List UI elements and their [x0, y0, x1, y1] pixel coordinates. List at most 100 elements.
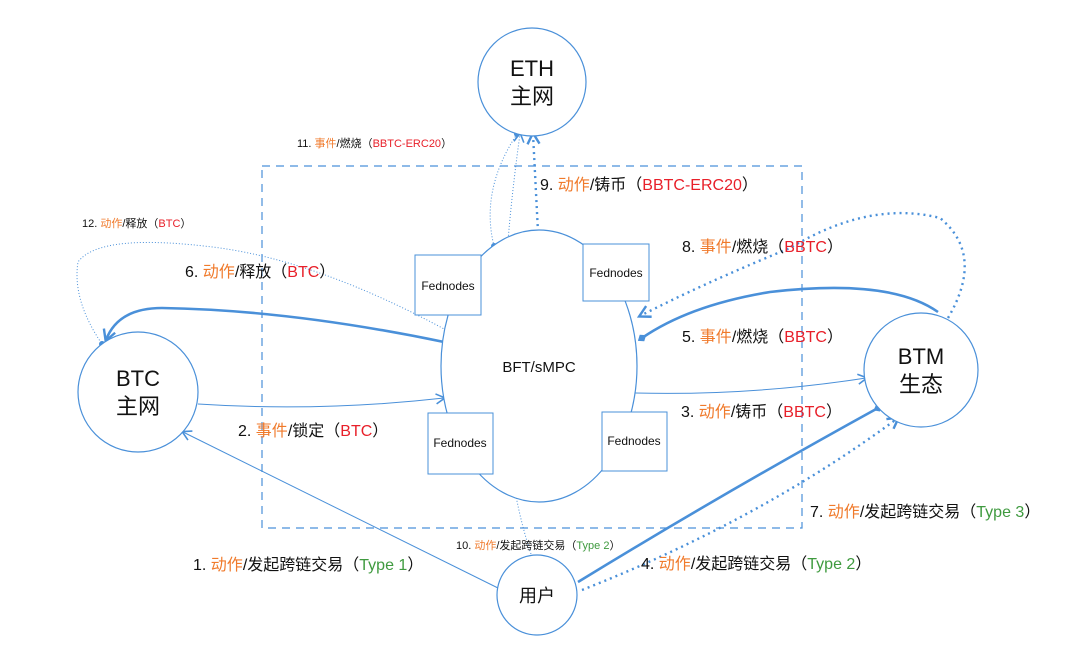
edge-11: [489, 131, 520, 249]
edge-label-num: 5.: [682, 329, 700, 346]
fednode-box-1: Fednodes: [414, 254, 482, 316]
btc-node: BTC 主网: [77, 331, 199, 453]
edge-label-open: （: [324, 422, 340, 440]
edge-label-open: （: [271, 263, 287, 281]
edge-label-num: 12.: [82, 218, 100, 230]
edge-label-num: 7.: [810, 504, 828, 521]
edge-label-9: 9. 动作/铸币（BBTC-ERC20）: [540, 176, 758, 194]
edge-label-open: （: [343, 556, 359, 574]
edge-label-kind: 事件: [700, 328, 732, 346]
edge-4: [577, 404, 883, 584]
edge-label-kind: 动作: [211, 556, 243, 574]
edge-label-open: （: [565, 539, 576, 552]
edge-label-num: 4.: [641, 556, 659, 573]
edge-12: [76, 241, 447, 347]
edge-label-verb: /释放: [235, 263, 271, 281]
edge-labels: 1. 动作/发起跨链交易（Type 1） 2. 事件/锁定（BTC） 3. 动作…: [82, 136, 1040, 574]
fednode-label: Fednodes: [589, 266, 642, 280]
edge-label-open: （: [362, 137, 373, 150]
edge-label-close: ）: [1024, 503, 1040, 521]
edge-label-close: ）: [827, 238, 843, 256]
edge-label-11: 11. 事件/燃烧（BBTC-ERC20）: [297, 136, 452, 150]
edge-label-token: BBTC: [784, 239, 827, 256]
btc-node-title: BTC: [116, 366, 160, 391]
edge-label-close: ）: [827, 328, 843, 346]
edge-label-verb: /铸币: [590, 176, 626, 194]
eth-node: ETH 主网: [477, 27, 587, 137]
eth-node-title: ETH: [510, 56, 554, 81]
edge-label-2: 2. 事件/锁定（BTC）: [238, 422, 388, 440]
edge-label-7: 7. 动作/发起跨链交易（Type 3）: [810, 503, 1040, 521]
edge-label-kind: 动作: [828, 503, 860, 521]
edge-label-verb: /释放: [122, 216, 147, 230]
edge-label-close: ）: [609, 539, 620, 552]
btm-node-title: BTM: [898, 344, 944, 369]
edge-label-verb: /燃烧: [732, 238, 768, 256]
edge-label-kind: 动作: [203, 263, 235, 281]
edge-label-num: 2.: [238, 423, 256, 440]
edge-label-8: 8. 事件/燃烧（BBTC）: [682, 238, 843, 256]
core-label: BFT/sMPC: [502, 359, 575, 376]
edge-label-open: （: [960, 503, 976, 521]
edge-label-5: 5. 事件/燃烧（BBTC）: [682, 328, 843, 346]
edge-label-1: 1. 动作/发起跨链交易（Type 1）: [193, 556, 423, 574]
fednode-box-3: Fednodes: [427, 412, 494, 475]
fednodes-group: Fednodes Fednodes Fednodes Fednodes: [414, 243, 668, 475]
edge-label-num: 9.: [540, 177, 558, 194]
edge-label-verb: /发起跨链交易: [860, 503, 960, 521]
edge-label-num: 8.: [682, 239, 700, 256]
edge-label-10: 10. 动作/发起跨链交易（Type 2）: [456, 538, 620, 552]
edge-label-num: 1.: [193, 557, 211, 574]
edge-label-token: BBTC: [784, 329, 827, 346]
edge-label-token: BTC: [287, 264, 319, 281]
edge-label-close: ）: [372, 422, 388, 440]
eth-node-subtitle: 主网: [510, 84, 554, 109]
edge-label-close: ）: [441, 137, 452, 150]
edge-label-token: BBTC: [783, 404, 826, 421]
edge-label-open: （: [626, 176, 642, 194]
edge-6: [102, 306, 445, 344]
edge-label-verb: /铸币: [731, 403, 767, 421]
edge-label-close: ）: [826, 403, 842, 421]
edge-label-kind: 事件: [700, 238, 732, 256]
edge-label-kind: 事件: [315, 137, 337, 150]
edge-3: [633, 373, 869, 394]
edge-label-token: BBTC-ERC20: [373, 138, 441, 150]
edge-label-kind: 动作: [699, 403, 731, 421]
edge-label-close: ）: [407, 556, 423, 574]
edge-label-kind: 动作: [474, 539, 496, 552]
edge-label-token: BTC: [158, 218, 180, 230]
edge-label-num: 11.: [297, 138, 315, 150]
edge-label-4: 4. 动作/发起跨链交易（Type 2）: [641, 555, 871, 573]
btc-node-subtitle: 主网: [116, 394, 160, 419]
edge-label-token: Type 3: [976, 504, 1024, 521]
edge-label-num: 10.: [456, 540, 474, 552]
edge-label-token: Type 2: [576, 540, 609, 552]
fednode-box-2: Fednodes: [582, 243, 650, 302]
edge-label-kind: 动作: [558, 176, 590, 194]
fednode-label: Fednodes: [421, 279, 474, 293]
edge-label-6: 6. 动作/释放（BTC）: [185, 263, 335, 281]
edge-label-token: BBTC-ERC20: [642, 177, 742, 194]
edge-label-open: （: [768, 328, 784, 346]
edge-label-verb: /燃烧: [732, 328, 768, 346]
edge-label-verb: /燃烧: [337, 136, 362, 150]
edge-label-close: ）: [180, 217, 191, 230]
edge-label-12: 12. 动作/释放（BTC）: [82, 216, 191, 230]
edge-label-open: （: [768, 238, 784, 256]
system-boundary: [261, 165, 803, 529]
edge-label-verb: /发起跨链交易: [691, 555, 791, 573]
fednode-box-4: Fednodes: [601, 411, 668, 472]
user-node-label: 用户: [519, 586, 555, 606]
edge-5: [637, 286, 939, 342]
edge-label-num: 3.: [681, 404, 699, 421]
edge-9: [526, 130, 541, 233]
fednode-label: Fednodes: [607, 434, 660, 448]
edge-label-open: （: [767, 403, 783, 421]
edge-label-kind: 动作: [659, 555, 691, 573]
edge-label-open: （: [791, 555, 807, 573]
fednode-label: Fednodes: [433, 436, 486, 450]
btm-node: BTM 生态: [863, 312, 979, 428]
edge-label-token: Type 2: [807, 556, 855, 573]
